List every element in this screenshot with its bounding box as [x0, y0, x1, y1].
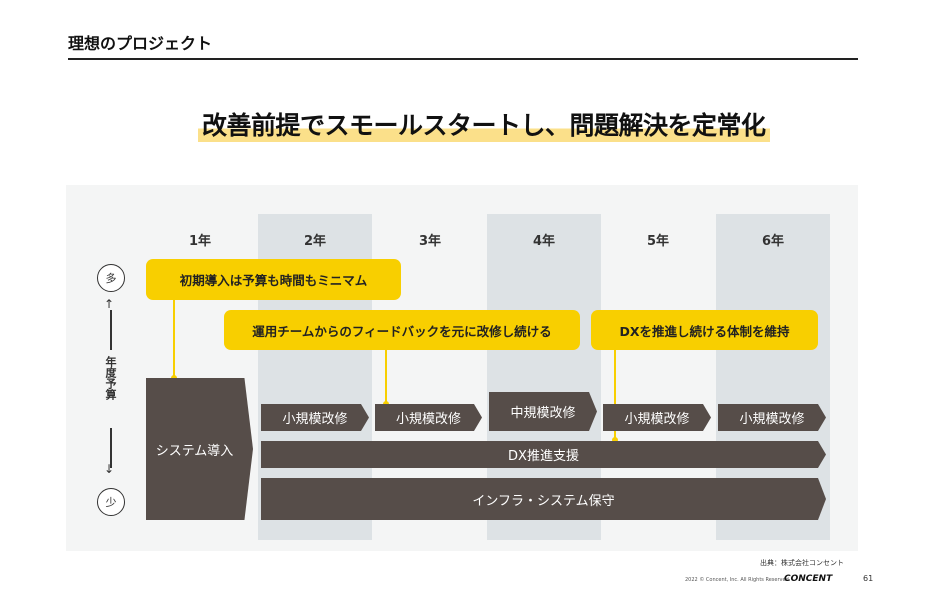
connector-line: [614, 348, 616, 440]
phase-small-improvement: 小規模改修: [261, 404, 369, 431]
axis-line: [110, 310, 112, 350]
phase-infra-maintenance: インフラ・システム保守: [261, 478, 826, 520]
phase-small-improvement: 小規模改修: [375, 404, 482, 431]
page-title: 理想のプロジェクト: [68, 34, 213, 53]
page-number: 61: [863, 574, 874, 583]
brand-logo: CONCENT: [784, 574, 833, 584]
phase-dx-support: DX推進支援: [261, 441, 826, 468]
arrow-up-icon: ↑: [104, 297, 115, 311]
connector-line: [385, 348, 387, 404]
copyright: 2022 © Concent, Inc. All Rights Reserved…: [685, 577, 791, 583]
callout-feedback: 運用チームからのフィードバックを元に改修し続ける: [224, 310, 580, 350]
phase-medium-improvement: 中規模改修: [489, 392, 597, 431]
budget-low-marker: 少: [97, 488, 125, 516]
budget-axis-label: 年度予算: [104, 356, 117, 400]
headline: 改善前提でスモールスタートし、問題解決を定常化: [198, 106, 770, 142]
axis-line: [110, 428, 112, 468]
year-label: 1年: [188, 234, 212, 249]
connector-line: [173, 298, 175, 378]
year-label: 2年: [303, 234, 327, 249]
source-note: 出典：株式会社コンセント: [760, 559, 844, 567]
arrow-down-icon: ↓: [104, 462, 115, 476]
year-label: 5年: [646, 234, 670, 249]
phase-small-improvement: 小規模改修: [603, 404, 711, 431]
connector-dot: [612, 437, 618, 443]
budget-high-marker: 多: [97, 264, 125, 292]
callout-dx: DXを推進し続ける体制を維持: [591, 310, 818, 350]
phase-system-intro: システム導入: [146, 378, 253, 520]
title-divider: [68, 58, 858, 60]
year-label: 3年: [418, 234, 442, 249]
year-label: 4年: [532, 234, 556, 249]
phase-small-improvement: 小規模改修: [718, 404, 826, 431]
year-label: 6年: [761, 234, 785, 249]
callout-initial: 初期導入は予算も時間もミニマム: [146, 259, 401, 300]
